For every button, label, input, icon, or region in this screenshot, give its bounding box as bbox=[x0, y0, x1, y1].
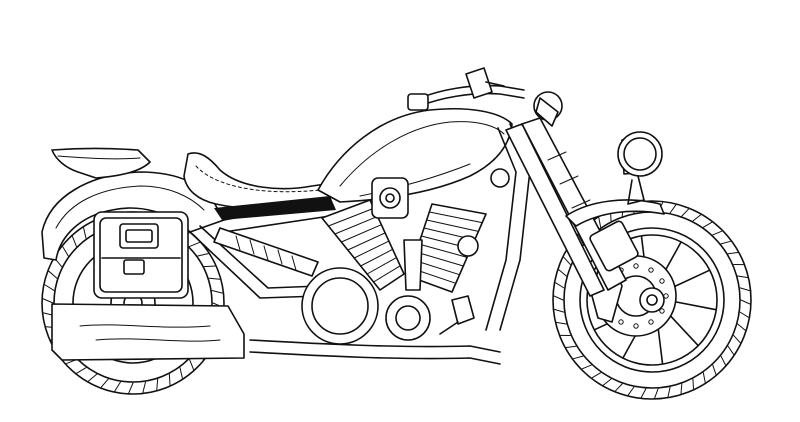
pillion-seat bbox=[52, 149, 150, 179]
crankcase-cover bbox=[302, 268, 378, 344]
fuel-tank bbox=[318, 109, 512, 202]
handlebar-grip bbox=[408, 94, 428, 110]
clutch-cover bbox=[386, 296, 430, 340]
front-fender bbox=[566, 200, 664, 226]
front-fork bbox=[506, 118, 639, 296]
exhaust bbox=[52, 304, 500, 364]
saddlebag-buckle bbox=[124, 260, 144, 274]
ignition-cap bbox=[491, 169, 509, 187]
handlebar bbox=[408, 68, 562, 126]
foot-peg bbox=[452, 296, 474, 324]
headlight bbox=[618, 132, 662, 204]
saddlebag bbox=[94, 212, 188, 298]
muffler bbox=[52, 304, 244, 360]
engine bbox=[302, 178, 486, 344]
frame-stripe bbox=[214, 196, 336, 220]
carburetor bbox=[372, 178, 408, 218]
